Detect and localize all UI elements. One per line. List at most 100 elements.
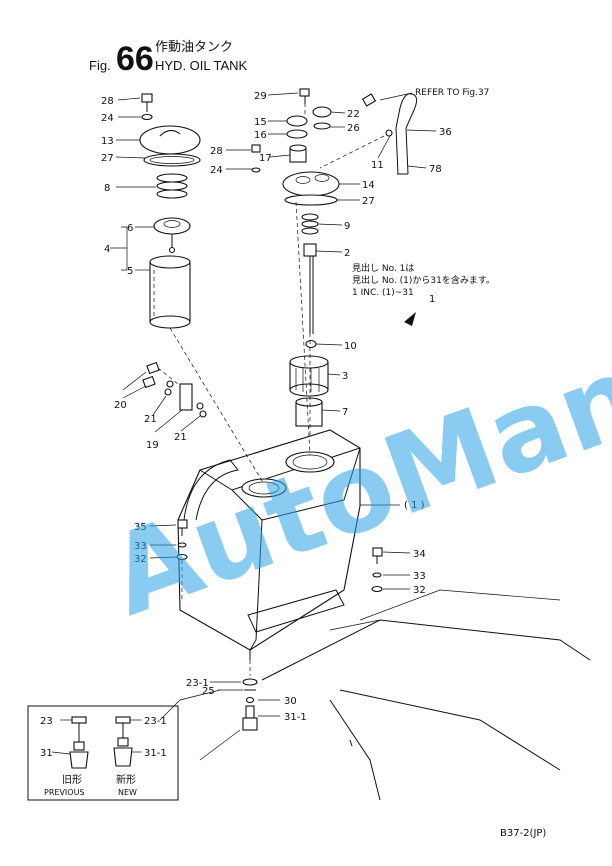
label-15: 15 — [254, 117, 267, 128]
inset-new-caption-jp: 新形 — [116, 773, 136, 786]
label-21-a: 21 — [144, 414, 157, 425]
nut-10-icon — [305, 339, 317, 349]
assembly-note: 見出し No. 1は 見出し No. (1)から31を含みます。 1 INC. … — [352, 262, 495, 326]
tank-port-left-icon — [241, 478, 287, 498]
label-3: 3 — [342, 371, 348, 382]
label-11: 11 — [371, 160, 384, 171]
label-32-right: 32 — [413, 585, 426, 596]
left-part-stack — [139, 93, 201, 329]
label-29: 29 — [254, 91, 267, 102]
tank-label: ( 1 ) — [404, 500, 425, 511]
assembly-note-line3: 1 INC. (1)~31 — [352, 288, 414, 298]
title-english: HYD. OIL TANK — [155, 58, 248, 73]
assembly-note-line1: 見出し No. 1は — [352, 262, 414, 274]
inset-previous-caption-en: PREVIOUS — [44, 788, 85, 797]
oring-26-icon — [313, 122, 331, 130]
label-33-left: 33 — [134, 541, 147, 552]
inset-previous: 23 31 旧形 PREVIOUS — [40, 716, 89, 797]
reference-note: REFER TO Fig.37 — [415, 88, 489, 98]
strainer-3-icon — [289, 355, 329, 397]
seal-30-icon — [245, 696, 255, 704]
label-24-left: 24 — [101, 113, 114, 124]
label-27-left: 27 — [101, 153, 114, 164]
assembly-pointer-label: 1 — [429, 294, 435, 305]
sleeve-7-icon — [295, 397, 323, 427]
assembly-dashes — [169, 201, 311, 485]
inset-new: 23-1 31-1 新形 NEW — [113, 716, 167, 797]
label-5: 5 — [127, 266, 133, 277]
drain-valve-31-1-icon — [242, 705, 258, 731]
label-78: 78 — [429, 164, 442, 175]
label-32-left: 32 — [134, 554, 147, 565]
label-21-b: 21 — [174, 432, 187, 443]
label-7: 7 — [342, 407, 348, 418]
label-20: 20 — [114, 400, 127, 411]
label-23-1: 23-1 — [186, 678, 209, 689]
label-26: 26 — [347, 123, 360, 134]
bracket-19-icon — [179, 383, 193, 411]
inset-previous-caption-jp: 旧形 — [62, 774, 82, 786]
label-9: 9 — [344, 221, 350, 232]
top-center-leaders — [226, 92, 360, 460]
gasket-27-icon — [143, 153, 201, 167]
right-mount-fasteners — [371, 547, 411, 593]
label-25: 25 — [202, 686, 215, 697]
label-17: 17 — [259, 153, 272, 164]
label-24-center: 24 — [210, 165, 223, 176]
assembly-arrow-icon — [404, 312, 416, 326]
tank-handle-pipe-icon — [183, 459, 239, 521]
label-8: 8 — [104, 183, 110, 194]
inset-comparison-box: 23 31 旧形 PREVIOUS 23-1 31-1 新形 NEW — [27, 705, 179, 801]
assembly-note-line2: 見出し No. (1)から31を含みます。 — [352, 274, 495, 286]
washer-24-right-icon — [251, 167, 261, 173]
seal-16-icon — [286, 129, 308, 139]
fig-number: 66 — [116, 40, 154, 78]
bracket-group — [142, 361, 207, 418]
label-4: 4 — [104, 244, 110, 255]
title-japanese: 作動油タンク — [155, 40, 233, 55]
bolt-28-icon — [141, 93, 153, 103]
dipstick-36-icon — [395, 93, 418, 129]
label-30: 30 — [284, 696, 297, 707]
label-13: 13 — [101, 136, 114, 147]
washer-24-icon — [141, 113, 153, 121]
flange-14-icon — [282, 171, 340, 197]
label-28-center: 28 — [210, 146, 223, 157]
spring-9-icon — [301, 213, 319, 235]
label-2: 2 — [344, 248, 350, 259]
label-16: 16 — [254, 130, 267, 141]
bracket-leaders — [122, 371, 201, 433]
filter-element-5-icon — [149, 255, 191, 329]
drain-plug-23-1-icon — [242, 678, 258, 686]
level-gauge-assembly — [319, 93, 418, 175]
inset-label-23-1: 23-1 — [144, 716, 167, 727]
label-28-left: 28 — [101, 96, 114, 107]
bolt-29-icon — [299, 88, 310, 97]
label-31-1: 31-1 — [284, 712, 307, 723]
left-leaders — [110, 97, 156, 271]
left-mount-fasteners — [149, 519, 188, 600]
figure-header: Fig. 66 作動油タンク HYD. OIL TANK — [89, 40, 248, 78]
breather-22-icon — [312, 106, 332, 118]
label-33-right: 33 — [413, 571, 426, 582]
inset-new-caption-en: NEW — [118, 788, 137, 797]
inset-label-23: 23 — [40, 716, 53, 727]
machine-frame-outline — [159, 589, 591, 801]
bolt-28-right-icon — [251, 144, 261, 153]
drain-fittings — [210, 660, 280, 731]
inset-label-31: 31 — [40, 748, 53, 759]
cap-15-icon — [286, 115, 308, 127]
label-10: 10 — [344, 341, 357, 352]
label-6: 6 — [127, 223, 133, 234]
label-14: 14 — [362, 180, 375, 191]
hydraulic-tank-body — [177, 429, 361, 660]
label-27-center: 27 — [362, 196, 375, 207]
label-34: 34 — [413, 549, 426, 560]
label-22: 22 — [347, 109, 360, 120]
label-35: 35 — [134, 522, 147, 533]
valve-6-icon — [153, 217, 191, 254]
page-code: B37-2(JP) — [500, 828, 546, 839]
label-19: 19 — [146, 440, 159, 451]
label-36: 36 — [439, 127, 452, 138]
